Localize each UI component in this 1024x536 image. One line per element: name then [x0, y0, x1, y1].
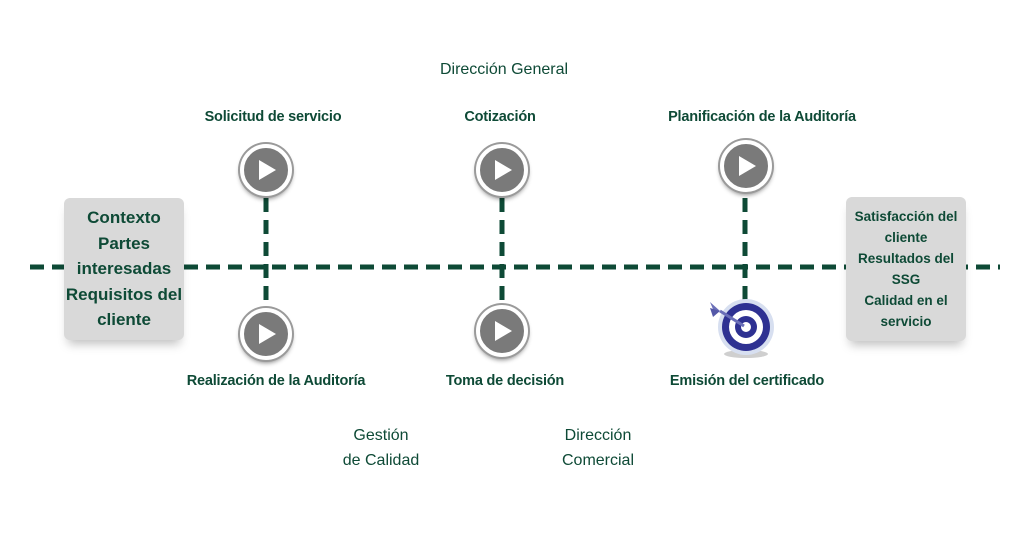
results-line: Calidad en el [864, 293, 948, 308]
direccion-comercial-line: Dirección [564, 427, 632, 444]
gestion-calidad-label: Gestión de Calidad [343, 423, 420, 473]
gestion-calidad-line: de Calidad [342, 452, 420, 469]
play-icon [476, 305, 528, 357]
step-label-emision: Emisión del certificado [669, 373, 825, 389]
play-icon [720, 140, 772, 192]
results-line: Resultados del [857, 251, 955, 266]
results-line: servicio [880, 314, 932, 329]
context-box: Contexto Partes interesadas Requisitos d… [64, 198, 184, 340]
context-line: cliente [97, 310, 151, 330]
context-line: Contexto [87, 208, 161, 228]
results-box: Satisfacción del cliente Resultados del … [846, 197, 966, 341]
play-icon [476, 144, 528, 196]
step-label-realizacion: Realización de la Auditoría [186, 373, 366, 389]
play-icon [240, 308, 292, 360]
step-label-toma-decision: Toma de decisión [445, 373, 565, 389]
gestion-calidad-line: Gestión [353, 427, 409, 444]
results-line: cliente [884, 230, 928, 245]
context-line: interesadas [76, 259, 172, 279]
play-icon [240, 144, 292, 196]
direccion-comercial-line: Comercial [561, 452, 635, 469]
context-line: Requisitos del [65, 284, 183, 304]
step-label-planificacion: Planificación de la Auditoría [668, 109, 856, 125]
step-label-solicitud: Solicitud de servicio [204, 109, 342, 125]
page-title: Dirección General [439, 61, 569, 78]
results-line: SSG [891, 272, 921, 287]
target-icon [710, 299, 774, 358]
results-line: Satisfacción del [854, 209, 958, 224]
direccion-comercial-label: Dirección Comercial [562, 423, 634, 473]
step-label-cotizacion: Cotización [464, 109, 536, 125]
context-line: Partes [98, 233, 150, 253]
